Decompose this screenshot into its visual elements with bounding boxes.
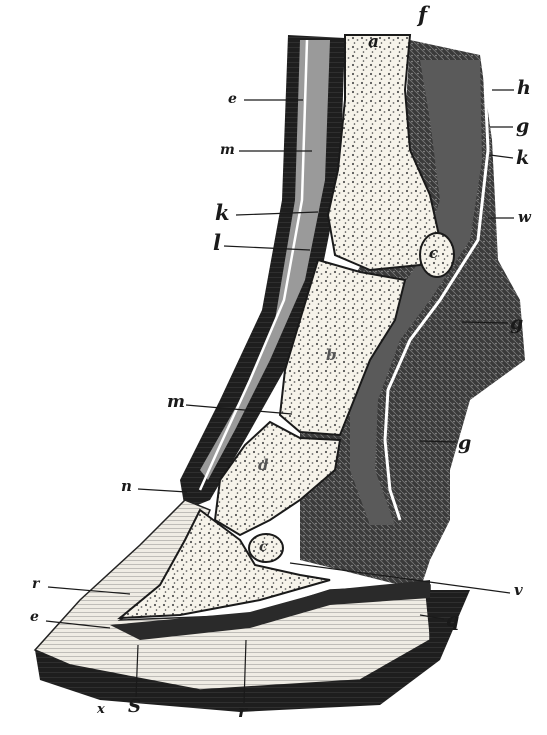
leader-lines [0,0,547,731]
hoof-section-figure: a f h e g m k w k l c b g m g n d c v r … [0,0,547,731]
